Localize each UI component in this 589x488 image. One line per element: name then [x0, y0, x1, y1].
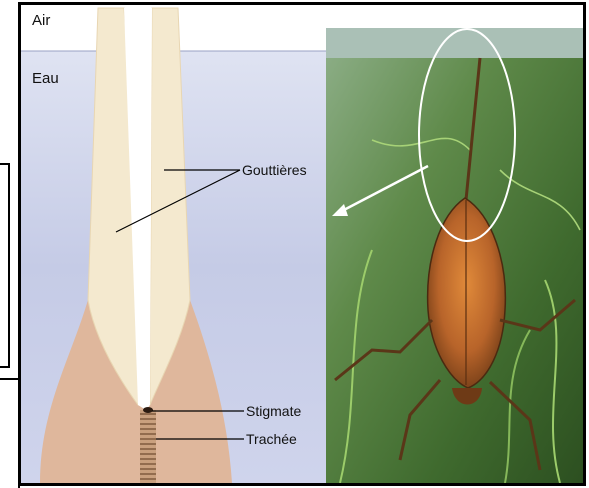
figure-frame [18, 2, 586, 486]
label-eau: Eau [32, 70, 59, 87]
label-stigmate: Stigmate [246, 403, 301, 419]
label-gouttieres: Gouttières [242, 162, 307, 178]
label-trachee: Trachée [246, 431, 297, 447]
label-air: Air [32, 12, 50, 29]
